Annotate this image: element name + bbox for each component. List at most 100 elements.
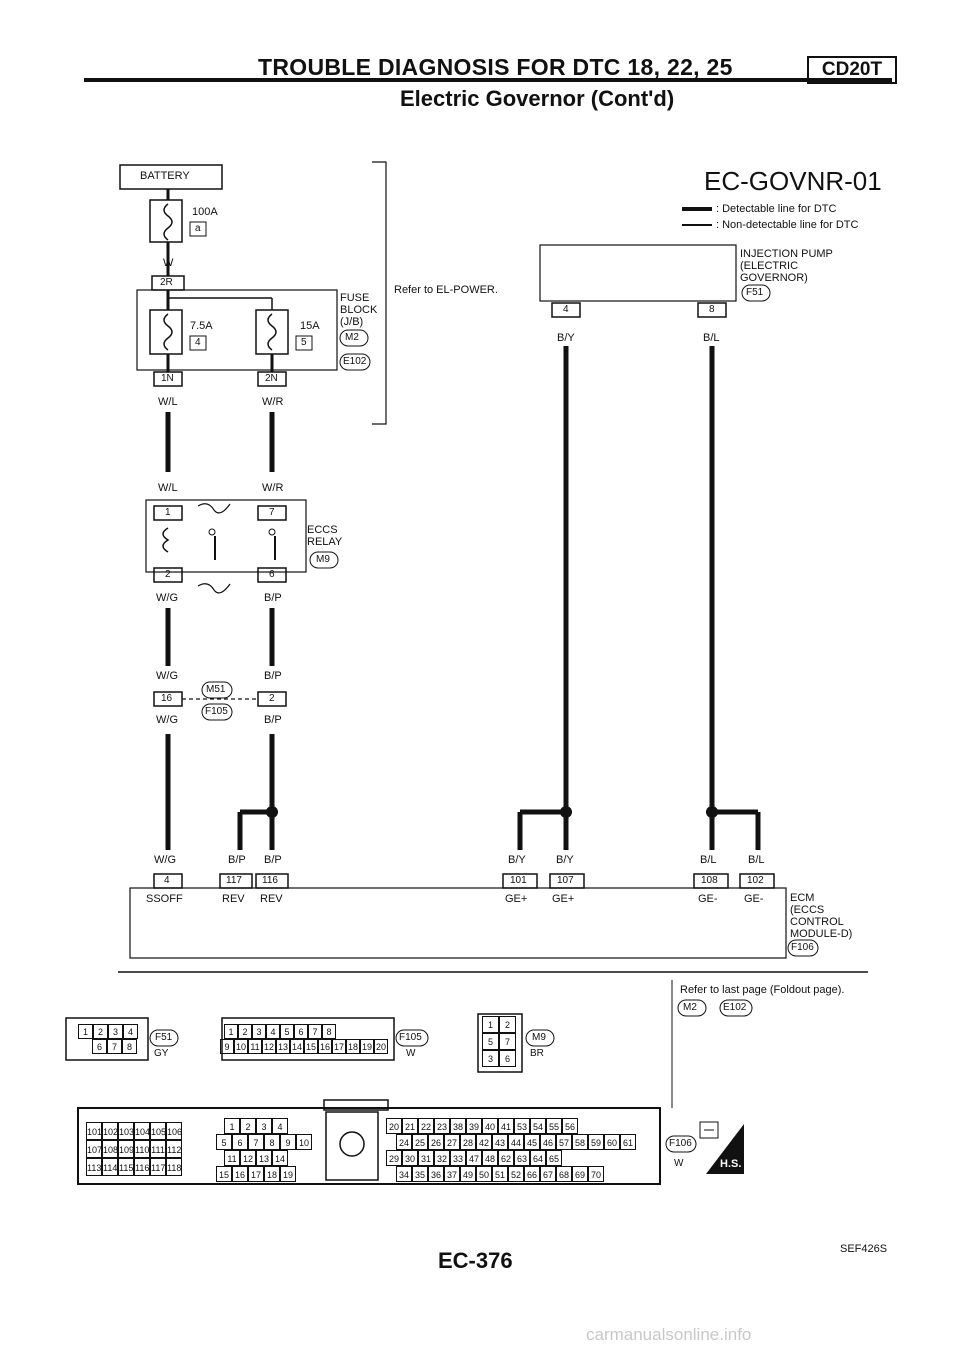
wire-wl-label-upper: W/L — [158, 396, 178, 408]
fuse-100a-pos-box — [189, 221, 207, 237]
ecm-pin-108: 108 — [701, 875, 718, 886]
ecm-label-1: ECM — [790, 892, 815, 904]
ecm-conn-right-pin: 43 — [492, 1134, 508, 1150]
wire-wl-label-lower: W/L — [158, 482, 178, 494]
conn-f51-color: GY — [154, 1048, 169, 1059]
wire-by-label-3: B/Y — [556, 854, 574, 866]
fuse-15a-pos: 5 — [301, 337, 307, 348]
conn-f105-pin: 1 — [224, 1024, 238, 1039]
ecm-conn-right-pin: 30 — [402, 1150, 418, 1166]
ecm-conn-left-pin: 117 — [150, 1158, 166, 1176]
conn-f51-face — [65, 1017, 149, 1061]
conn-2-box — [257, 691, 287, 707]
foldout-e102-oval — [719, 999, 753, 1017]
ecm-conn-right-pin: 67 — [540, 1166, 556, 1182]
conn-16-label: 16 — [161, 693, 173, 704]
conn-f105-pin: 17 — [332, 1039, 346, 1054]
wire-wg-label-2: W/G — [156, 670, 178, 682]
relay-label-2: RELAY — [307, 536, 343, 548]
ecm-conn-right-pin: 58 — [572, 1134, 588, 1150]
conn-f105-pin: 19 — [360, 1039, 374, 1054]
ecm-conn-left-pin: 113 — [86, 1158, 102, 1176]
ecm-term-ge-minus-1: GE- — [698, 893, 718, 905]
conn-m2-oval — [339, 329, 369, 347]
conn-m51-oval — [201, 681, 233, 699]
ecm-box — [129, 887, 787, 959]
conn-f105-pin: 2 — [238, 1024, 252, 1039]
ecm-conn-right-pin: 51 — [492, 1166, 508, 1182]
conn-f105-pin: 3 — [252, 1024, 266, 1039]
ecm-conn-right-pin: 62 — [498, 1150, 514, 1166]
conn-2-label: 2 — [269, 693, 275, 704]
conn-m9-pin: 7 — [499, 1033, 516, 1050]
ecm-conn-left-pin: 103 — [118, 1122, 134, 1140]
conn-f105-color: W — [406, 1048, 416, 1059]
fuse-block-label-1: FUSE — [340, 292, 370, 304]
relay-contact-a — [208, 528, 216, 536]
conn-m9-pin: 2 — [499, 1016, 516, 1033]
relay-pin-2: 2 — [165, 569, 171, 580]
page-title: TROUBLE DIAGNOSIS FOR DTC 18, 22, 25 — [258, 54, 733, 80]
conn-1n-box — [153, 371, 183, 387]
conn-f51-label: F51 — [746, 287, 764, 298]
page-subtitle: Electric Governor (Cont'd) — [400, 86, 675, 111]
ecm-conn-right-pin: 31 — [418, 1150, 434, 1166]
conn-m9-label: M9 — [316, 554, 330, 565]
conn-m2-label: M2 — [345, 332, 359, 343]
ecm-conn-right-pin: 70 — [588, 1166, 604, 1182]
foldout-conn-m2: M2 — [683, 1002, 697, 1013]
relay-pin-2-box — [153, 567, 183, 583]
pump-label-2: (ELECTRIC — [740, 260, 799, 272]
conn-f105-pin: 9 — [220, 1039, 234, 1054]
ecm-conn-left-pin: 102 — [102, 1122, 118, 1140]
conn-f106-oval — [787, 939, 819, 957]
ecm-conn-right-pin: 45 — [524, 1134, 540, 1150]
ecm-term-ge-plus-2: GE+ — [552, 893, 575, 905]
fuse-block-label-3: (J/B) — [340, 316, 364, 328]
ecm-conn-mid-pin: 19 — [280, 1166, 296, 1182]
conn-f105-pin: 16 — [318, 1039, 332, 1054]
ecm-conn-right-pin: 20 — [386, 1118, 402, 1134]
ecm-conn-right-pin: 61 — [620, 1134, 636, 1150]
pump-pin-4: 4 — [563, 304, 569, 315]
ecm-conn-left-pin: 115 — [118, 1158, 134, 1176]
ecm-conn-left-pin: 109 — [118, 1140, 134, 1158]
ecm-conn-right-pin: 50 — [476, 1166, 492, 1182]
ecm-label-2: (ECCS — [790, 904, 825, 916]
ecm-conn-left-pin: 111 — [150, 1140, 166, 1158]
ecm-conn-mid-pin: 16 — [232, 1166, 248, 1182]
ecm-conn-right-pin: 23 — [434, 1118, 450, 1134]
ecm-conn-right-pin: 56 — [562, 1118, 578, 1134]
conn-m9-oval-face — [525, 1029, 555, 1047]
ecm-conn-right-pin: 29 — [386, 1150, 402, 1166]
ecm-conn-right-pin: 54 — [530, 1118, 546, 1134]
fuse-7-5a-box — [149, 309, 183, 355]
ecm-conn-mid-pin: 5 — [216, 1134, 232, 1150]
ecm-conn-right-pin: 25 — [412, 1134, 428, 1150]
wire-bl-label-upper: B/L — [703, 332, 720, 344]
ecm-conn-right-pin: 47 — [466, 1150, 482, 1166]
wire-wr-label-lower: W/R — [262, 482, 284, 494]
ecm-conn-right-pin: 48 — [482, 1150, 498, 1166]
thin-line-swatch — [682, 224, 712, 227]
battery-label: BATTERY — [140, 170, 190, 182]
ecm-conn-mid-pin: 7 — [248, 1134, 264, 1150]
ecm-conn-left-pin: 108 — [102, 1140, 118, 1158]
conn-m9-face-label: M9 — [532, 1032, 546, 1043]
wire-bl-label-3: B/L — [748, 854, 765, 866]
fuse-15a-pos-box — [295, 335, 313, 351]
conn-m9-pin: 1 — [482, 1016, 499, 1033]
diagram-id: EC-GOVNR-01 — [704, 166, 882, 196]
ecm-conn-left-pin: 106 — [166, 1122, 182, 1140]
ecm-label-4: MODULE-D) — [790, 928, 853, 940]
ecm-connector-tab — [323, 1099, 389, 1111]
conn-e102-oval — [339, 353, 371, 371]
ecm-conn-right-pin: 40 — [482, 1118, 498, 1134]
conn-m51-label: M51 — [206, 684, 226, 695]
ecm-conn-mid-pin: 13 — [256, 1150, 272, 1166]
fuse-block-frame — [136, 289, 338, 371]
page-number: EC-376 — [438, 1248, 513, 1273]
ecm-conn-right-pin: 52 — [508, 1166, 524, 1182]
conn-f105-pin: 12 — [262, 1039, 276, 1054]
